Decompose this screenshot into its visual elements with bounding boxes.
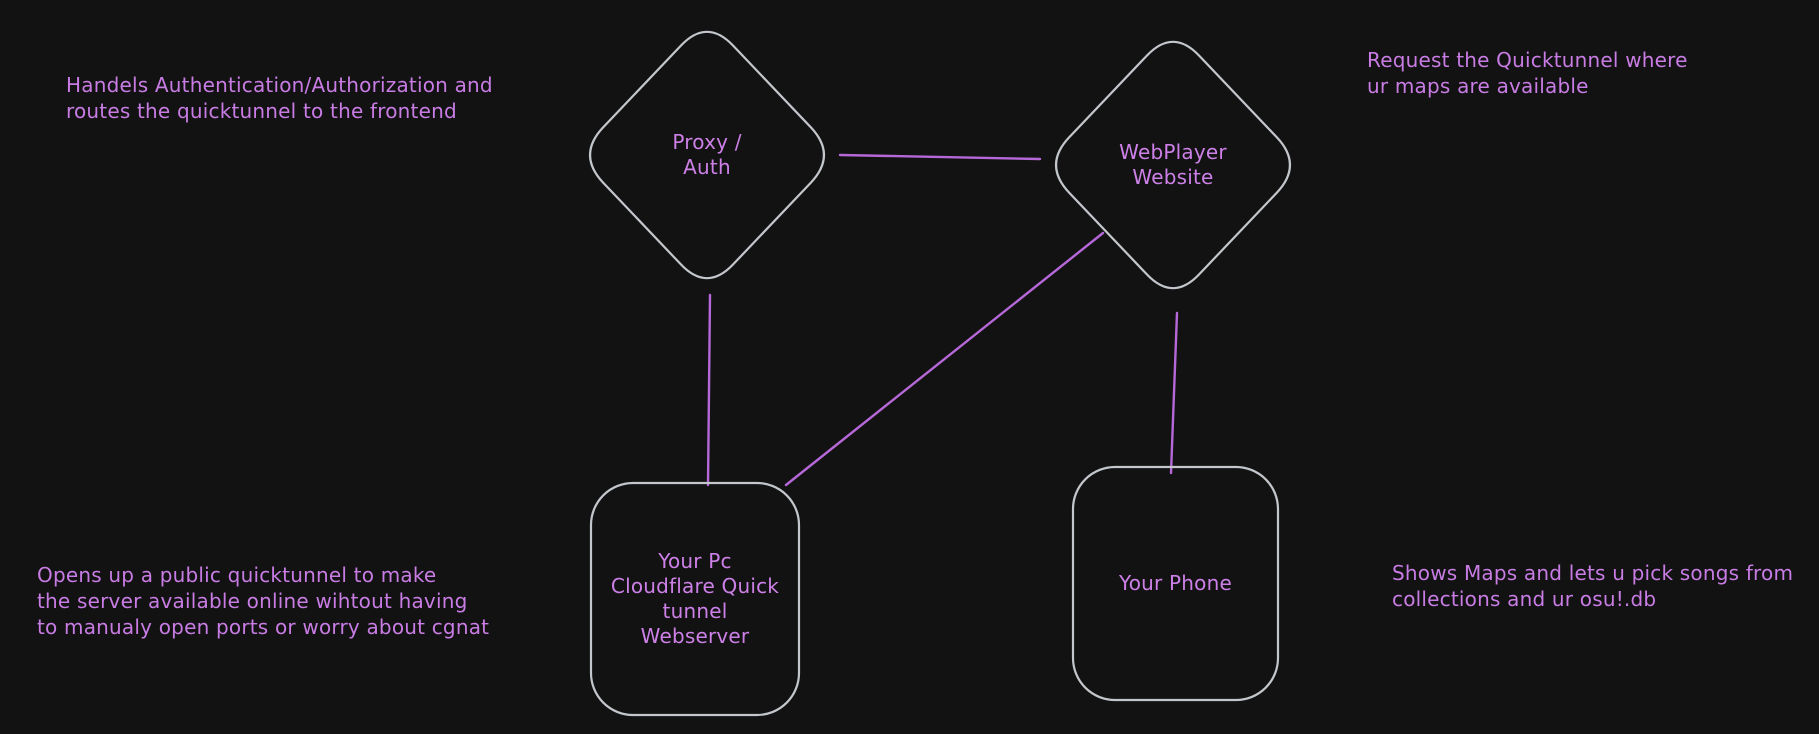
edge-webplayer-to-your-pc — [784, 231, 1105, 487]
annotation-bottom-right: Shows Maps and lets u pick songs from co… — [1392, 561, 1794, 611]
annotation-top-right: Request the Quicktunnel where ur maps ar… — [1367, 48, 1688, 98]
your-pc-webserver-box-shape[interactable] — [589, 481, 801, 717]
webplayer-website-diamond-shape[interactable] — [1055, 40, 1291, 290]
proxy-auth-diamond-shape[interactable] — [589, 30, 825, 280]
edge-proxy-auth-to-webplayer — [838, 153, 1042, 161]
your-phone-box-shape[interactable] — [1071, 465, 1280, 702]
edge-proxy-auth-to-your-pc — [706, 293, 712, 487]
annotation-bottom-left: Opens up a public quicktunnel to make th… — [37, 563, 490, 639]
edge-webplayer-to-your-phone — [1169, 311, 1179, 475]
annotation-top-left: Handels Authentication/Authorization and… — [66, 73, 493, 123]
